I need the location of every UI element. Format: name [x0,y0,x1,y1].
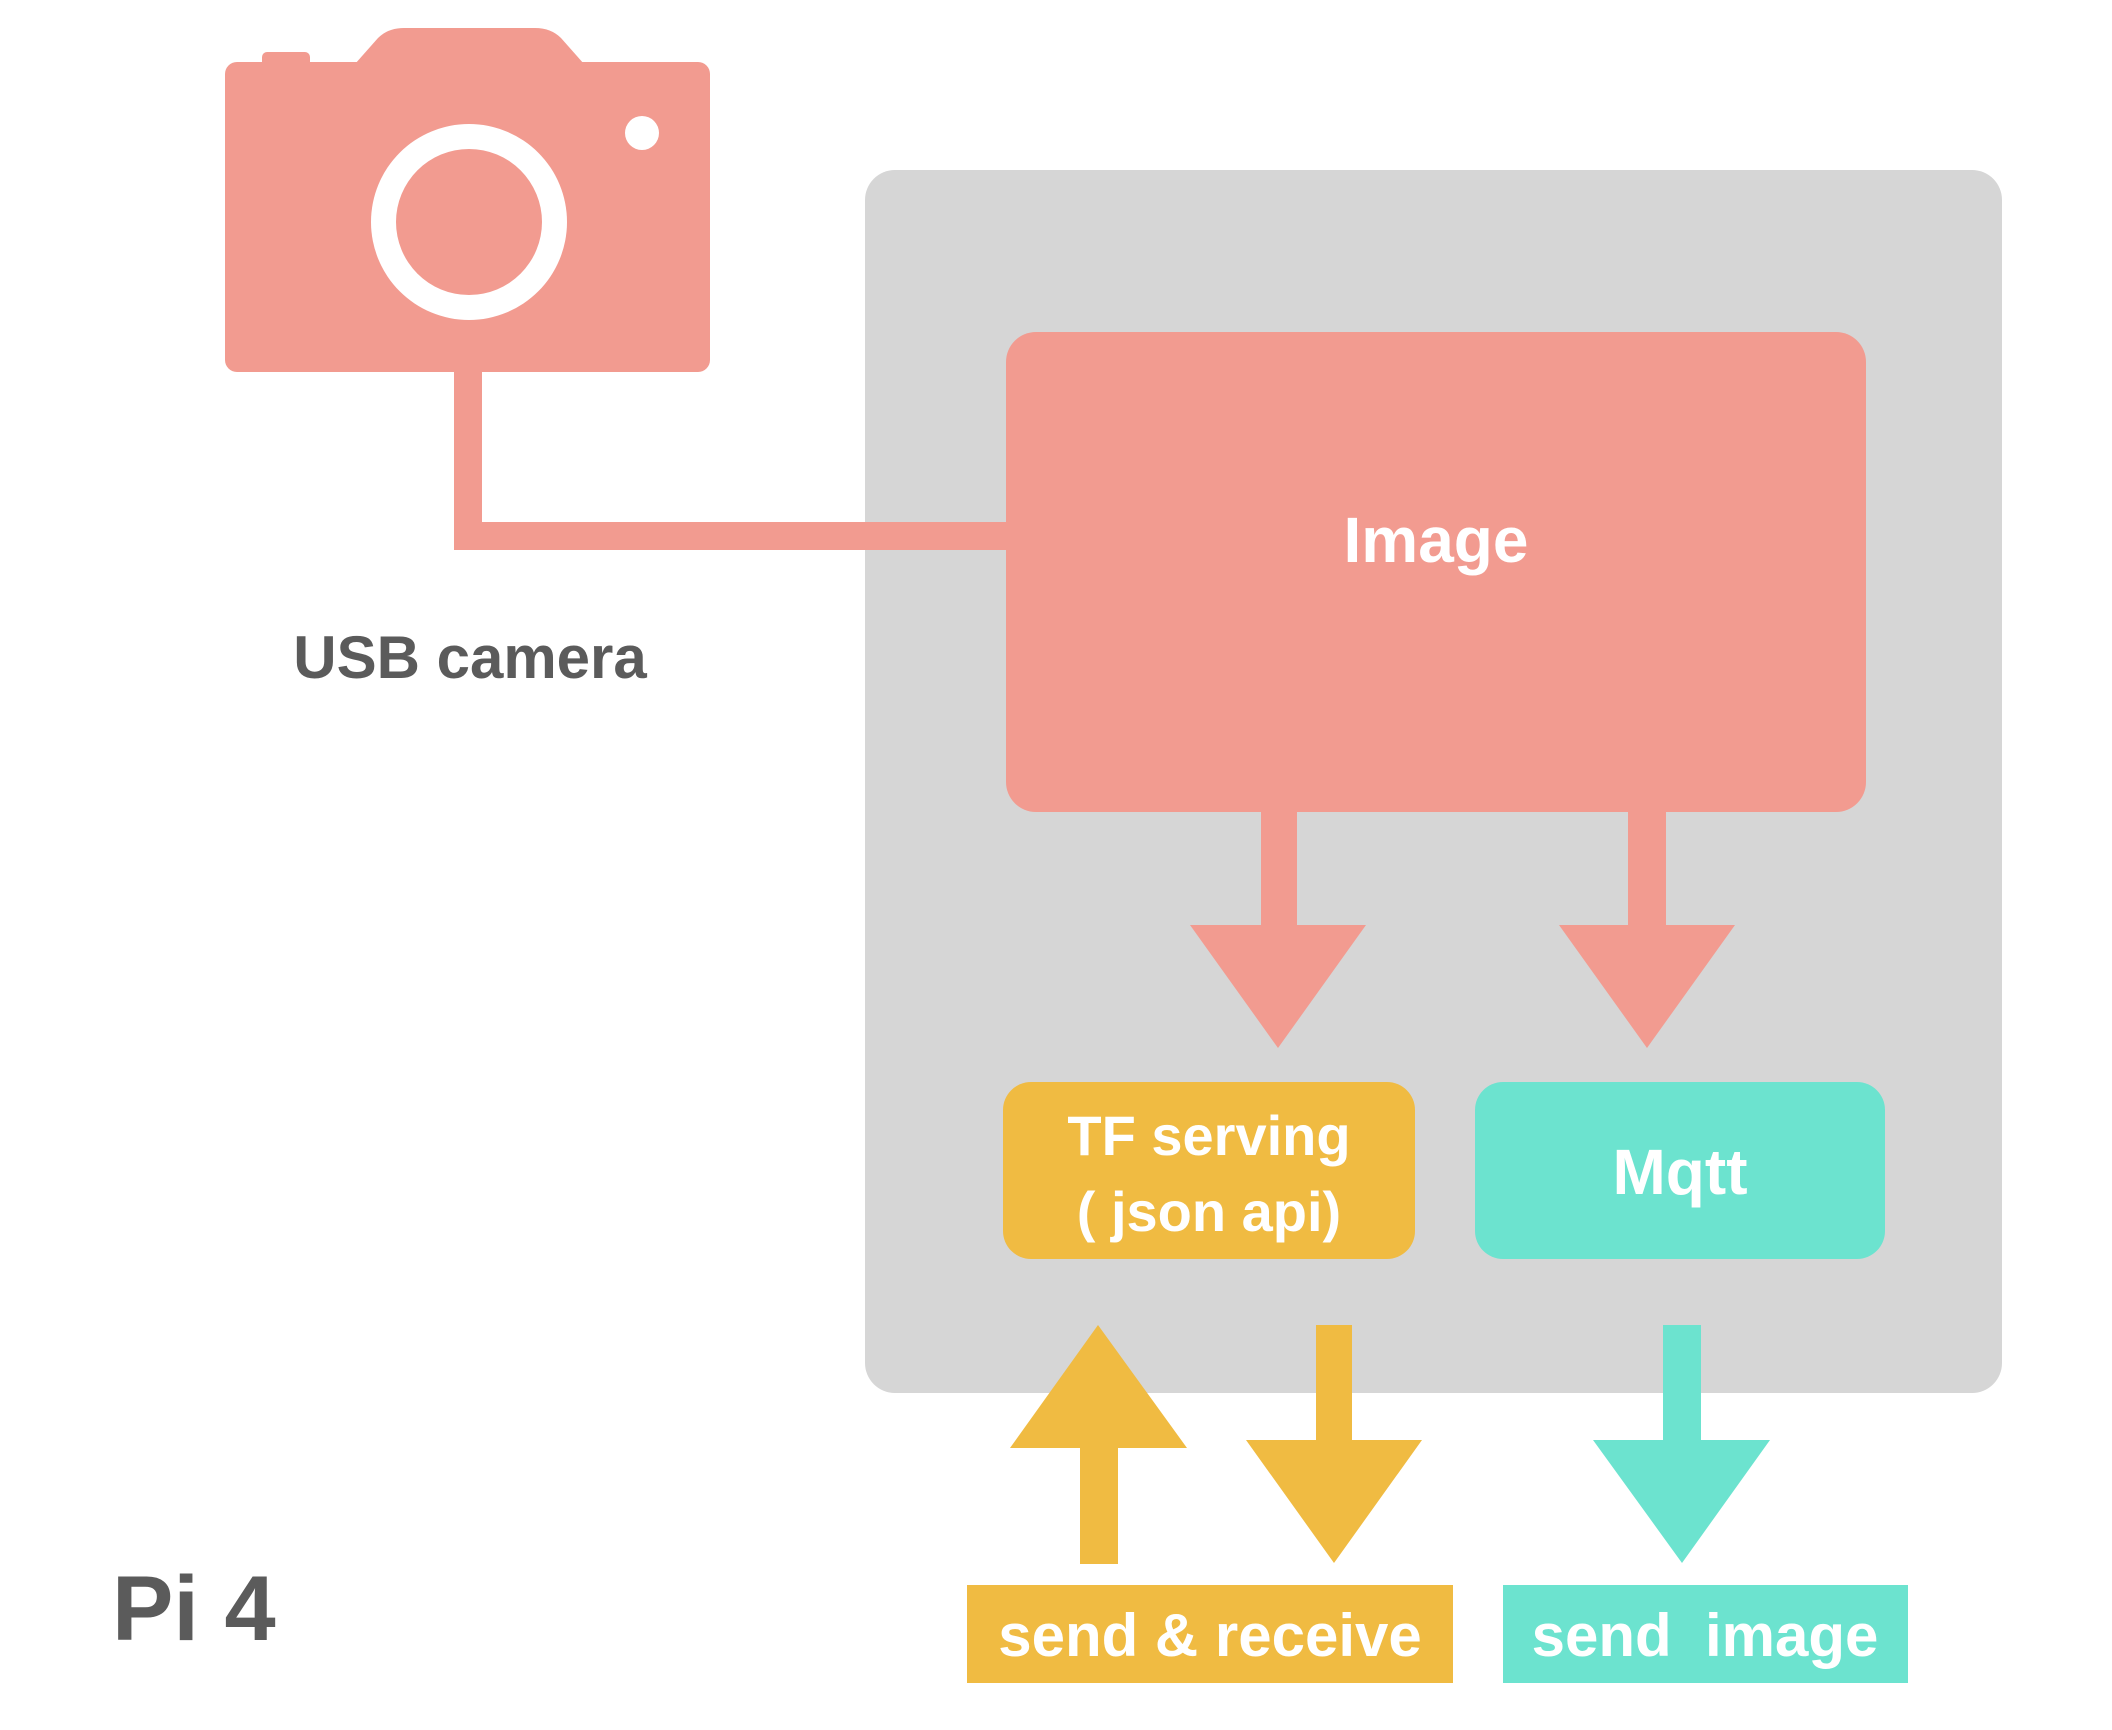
arrow-down-from-tf [1246,1325,1422,1563]
send-image-label: send image [1532,1602,1879,1669]
arrow-down-from-mqtt [1593,1325,1770,1563]
mqtt-box-label: Mqtt [1612,1136,1747,1208]
camera-label: USB camera [293,624,647,691]
arrow-image-to-mqtt [1559,812,1735,1048]
arrow-image-to-tf [1190,812,1366,1048]
tf-serving-label-line2: ( json api) [1077,1180,1341,1243]
image-box-label: Image [1344,504,1529,576]
image-box [1006,332,1866,812]
send-receive-label: send & receive [998,1602,1422,1669]
arrow-up-to-tf [1010,1325,1187,1564]
tf-serving-box [1003,1082,1415,1259]
device-label: Pi 4 [112,1558,276,1660]
camera-cable [454,372,1006,550]
tf-serving-label-line1: TF serving [1067,1104,1350,1167]
send-receive-tag [967,1585,1453,1683]
mqtt-box [1475,1082,1885,1259]
send-image-tag [1503,1585,1908,1683]
camera-icon [225,28,710,372]
